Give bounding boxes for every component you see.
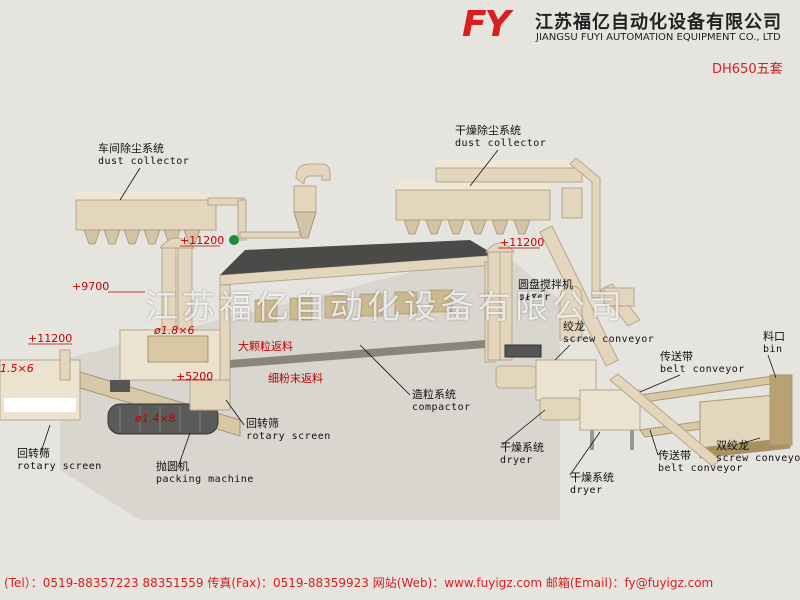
- dryer-lower: [539, 389, 641, 450]
- dimension-label: ø1.4×8: [135, 412, 176, 425]
- ground-shadow: [60, 250, 560, 520]
- label-cn: 圆盘搅拌机: [518, 278, 573, 291]
- label-en: screw conveyor: [716, 453, 800, 464]
- label-disc-mixer: 圆盘搅拌机 mixer: [518, 278, 573, 304]
- label-rotary-screen-left: 回转筛 rotary screen: [17, 447, 102, 473]
- dimension-marks: [28, 245, 540, 381]
- label-en: dryer: [570, 485, 603, 496]
- elevation-mark: +9700: [72, 280, 110, 293]
- label-cn: 造粒系统: [412, 388, 456, 401]
- leader-lines: [39, 149, 777, 476]
- label-cn: 干燥系统: [500, 441, 544, 454]
- workshop-dust-collector: [72, 192, 247, 245]
- label-en: rotary screen: [17, 461, 102, 472]
- elevation-mark: +11200: [28, 332, 73, 345]
- label-cn: 干燥系统: [570, 471, 614, 484]
- label-en: screw conveyor: [563, 334, 655, 345]
- label-en: dust collector: [455, 138, 547, 149]
- label-en: belt conveyor: [660, 364, 745, 375]
- company-name-cn: 江苏福亿自动化设备有限公司: [535, 12, 782, 33]
- cyclone-left: [239, 163, 331, 239]
- elevation-mark: +11200: [500, 236, 545, 249]
- dimension-label: 1.5×6: [0, 362, 34, 375]
- label-cn: 绞龙: [563, 320, 585, 333]
- label-en: bin: [763, 344, 783, 355]
- label-en: mixer: [518, 292, 551, 303]
- label-cn: 抛圆机: [156, 460, 189, 473]
- bucket-elevator-right: [484, 242, 542, 361]
- label-double-screw-conveyor: 双绞龙 screw conveyor: [716, 439, 800, 465]
- label-belt-conveyor-1: 传送带 belt conveyor: [660, 350, 745, 376]
- label-en: packing machine: [156, 474, 254, 485]
- screw-conveyor: [609, 373, 721, 467]
- label-en: belt conveyor: [658, 463, 743, 474]
- company-name-en: JIANGSU FUYI AUTOMATION EQUIPMENT CO., L…: [536, 32, 781, 43]
- label-dryer-1: 干燥系统 dryer: [500, 441, 544, 467]
- label-rotary-screen-mid: 回转筛 rotary screen: [246, 417, 331, 443]
- label-cn: 车间除尘系统: [98, 142, 164, 155]
- company-logo: FY: [462, 4, 511, 45]
- label-workshop-dust-collector: 车间除尘系统 dust collector: [98, 142, 189, 168]
- label-en: compactor: [412, 402, 471, 413]
- label-dry-dust-collector: 干燥除尘系统 dust collector: [455, 124, 546, 150]
- drum-machine: [107, 379, 231, 435]
- model-label: DH650五套: [712, 62, 783, 77]
- compactor-frame: [219, 240, 496, 381]
- label-cn: 双绞龙: [716, 439, 749, 452]
- label-en: dryer: [500, 455, 533, 466]
- label-en: dust collector: [98, 156, 190, 167]
- rotary-screen-mid: [110, 329, 221, 392]
- label-packing-machine: 抛圆机 packing machine: [156, 460, 254, 486]
- label-cn: 传送带: [658, 449, 691, 462]
- elevation-mark: +5200: [176, 370, 214, 383]
- label-en: rotary screen: [246, 431, 331, 442]
- label-compactor: 造粒系统 compactor: [412, 388, 471, 414]
- label-cn: 回转筛: [17, 447, 50, 460]
- elevation-mark: +11200: [180, 234, 225, 247]
- label-cn: 干燥除尘系统: [455, 124, 521, 137]
- dimension-label: ø1.8×6: [154, 324, 195, 337]
- flow-label-coarse: 大颗粒返料: [238, 340, 293, 353]
- label-belt-conveyor-2: 传送带 belt conveyor: [658, 449, 743, 475]
- label-bin: 料口 bin: [763, 330, 785, 356]
- flow-label-fine: 细粉末返料: [268, 372, 323, 385]
- label-cn: 回转筛: [246, 417, 279, 430]
- contact-footer: (Tel）：0519-88357223 88351559 传真(Fax)：051…: [4, 576, 714, 590]
- label-cn: 料口: [763, 330, 785, 343]
- dry-dust-collector: [392, 157, 601, 299]
- label-cn: 传送带: [660, 350, 693, 363]
- label-screw-conveyor-1: 绞龙 screw conveyor: [563, 320, 654, 346]
- label-dryer-2: 干燥系统 dryer: [570, 471, 614, 497]
- watermark: 江苏福亿自动化设备有限公司: [145, 287, 626, 326]
